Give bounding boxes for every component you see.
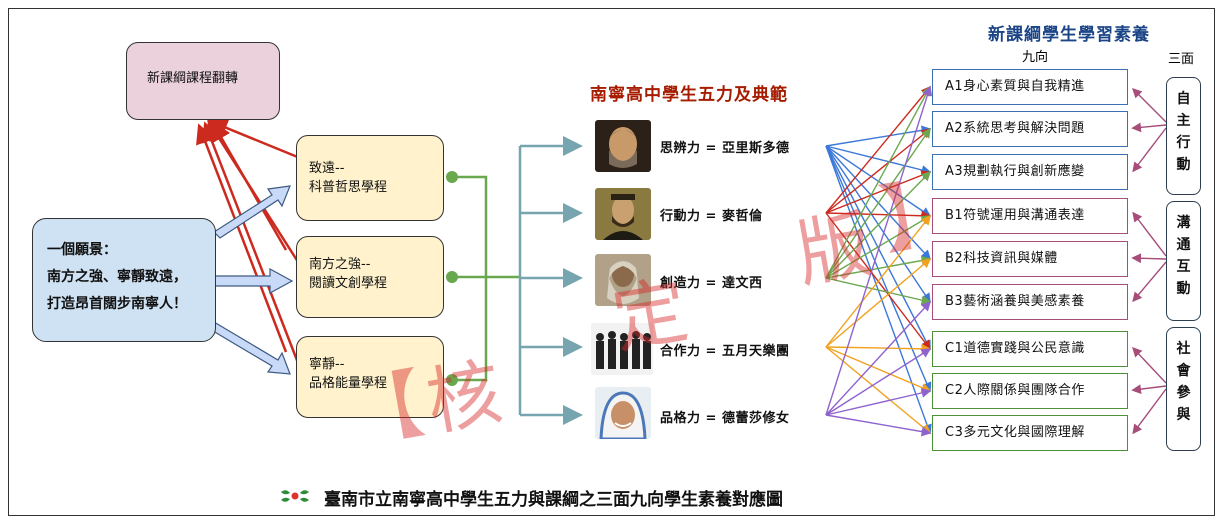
course-title: 南方之強-- <box>309 257 371 272</box>
competency-a1: A1身心素質與自我精進 <box>932 69 1128 105</box>
vision-line-2: 南方之強、寧靜致遠， <box>47 269 187 285</box>
aspect-autonomous-action: 自主 行動 <box>1166 77 1201 195</box>
power-label-action: 行動力 = 麥哲倫 <box>660 209 763 224</box>
link-line <box>825 210 932 221</box>
mayday-band-photo <box>591 323 653 375</box>
reform-label: 新課綱課程翻轉 <box>147 71 239 86</box>
link-line <box>825 85 931 279</box>
school-logo <box>281 490 309 502</box>
link-line <box>825 414 932 437</box>
competency-c2: C2人際關係與團隊合作 <box>932 373 1128 409</box>
course-box-ningjing: 寧靜-- 品格能量學程 <box>296 336 444 418</box>
reform-box: 新課綱課程翻轉 <box>126 42 280 120</box>
course-name: 科普哲思學程 <box>309 180 388 195</box>
link-line <box>825 277 932 305</box>
link-line <box>825 171 931 279</box>
vision-line-1: 一個願景： <box>47 242 117 258</box>
link-line <box>825 388 932 416</box>
link-line <box>825 214 931 348</box>
competency-b3: B3藝術涵養與美感素養 <box>932 284 1128 320</box>
link-line <box>825 145 931 304</box>
competency-b2: B2科技資訊與媒體 <box>932 241 1128 277</box>
competency-b1: B1符號運用與溝通表達 <box>932 198 1128 234</box>
link-line <box>825 258 932 348</box>
competency-a2: A2系統思考與解決問題 <box>932 111 1128 147</box>
diagram-frame <box>8 8 1215 516</box>
aristotle-portrait <box>595 120 651 172</box>
link-line <box>825 215 932 279</box>
course-title: 致遠-- <box>309 161 345 176</box>
power-competency-links <box>825 85 933 437</box>
course-box-zhiyuan: 致遠-- 科普哲思學程 <box>296 135 444 221</box>
da-vinci-portrait <box>595 254 651 306</box>
power-label-cooperation: 合作力 = 五月天樂團 <box>660 344 790 359</box>
link-line <box>825 145 932 175</box>
link-line <box>825 85 931 214</box>
course-title: 寧靜-- <box>309 357 345 372</box>
link-line <box>825 127 931 279</box>
aspect-social-participation: 社會 參與 <box>1166 327 1201 451</box>
nine-directions-label: 九向 <box>1022 50 1049 65</box>
link-line <box>825 255 932 279</box>
aspect-arrows <box>1131 88 1167 435</box>
competency-c3: C3多元文化與國際理解 <box>932 415 1128 451</box>
aspect-communication-interaction: 溝通 互動 <box>1166 201 1201 321</box>
link-line <box>825 170 932 214</box>
power-label-critical-thinking: 思辨力 = 亞里斯多德 <box>660 141 790 156</box>
power-branch-arrows <box>518 136 583 425</box>
magellan-portrait <box>595 188 651 240</box>
competency-title: 新課綱學生學習素養 <box>988 25 1150 45</box>
link-line <box>825 348 932 416</box>
course-box-nanfang: 南方之強-- 閱讀文創學程 <box>296 236 444 318</box>
vision-arrows <box>207 185 294 375</box>
power-label-character: 品格力 = 德蕾莎修女 <box>660 411 790 426</box>
competency-c1: C1道德實踐與公民意識 <box>932 331 1128 367</box>
link-line <box>825 125 932 147</box>
competency-a3: A3規劃執行與創新應變 <box>932 154 1128 190</box>
link-line <box>825 343 932 354</box>
link-line <box>825 300 931 416</box>
course-name: 品格能量學程 <box>309 376 388 391</box>
footer-caption: 臺南市立南寧高中學生五力與課綱之三面九向學生素養對應圖 <box>324 490 783 510</box>
three-aspects-label: 三面 <box>1168 52 1195 67</box>
vision-box: 一個願景： 南方之強、寧靜致遠， 打造昂首闊步南寧人！ <box>32 218 216 342</box>
link-line <box>825 346 932 393</box>
reform-arrows <box>196 118 302 369</box>
powers-title: 南寧高中學生五力及典範 <box>590 85 788 105</box>
power-label-creativity: 創造力 = 達文西 <box>660 276 763 291</box>
mother-teresa-photo <box>595 387 651 439</box>
link-line <box>825 145 932 217</box>
vision-line-3: 打造昂首闊步南寧人！ <box>47 296 187 312</box>
course-power-connector <box>446 171 520 386</box>
course-name: 閱讀文創學程 <box>309 276 388 291</box>
link-line <box>825 85 933 416</box>
